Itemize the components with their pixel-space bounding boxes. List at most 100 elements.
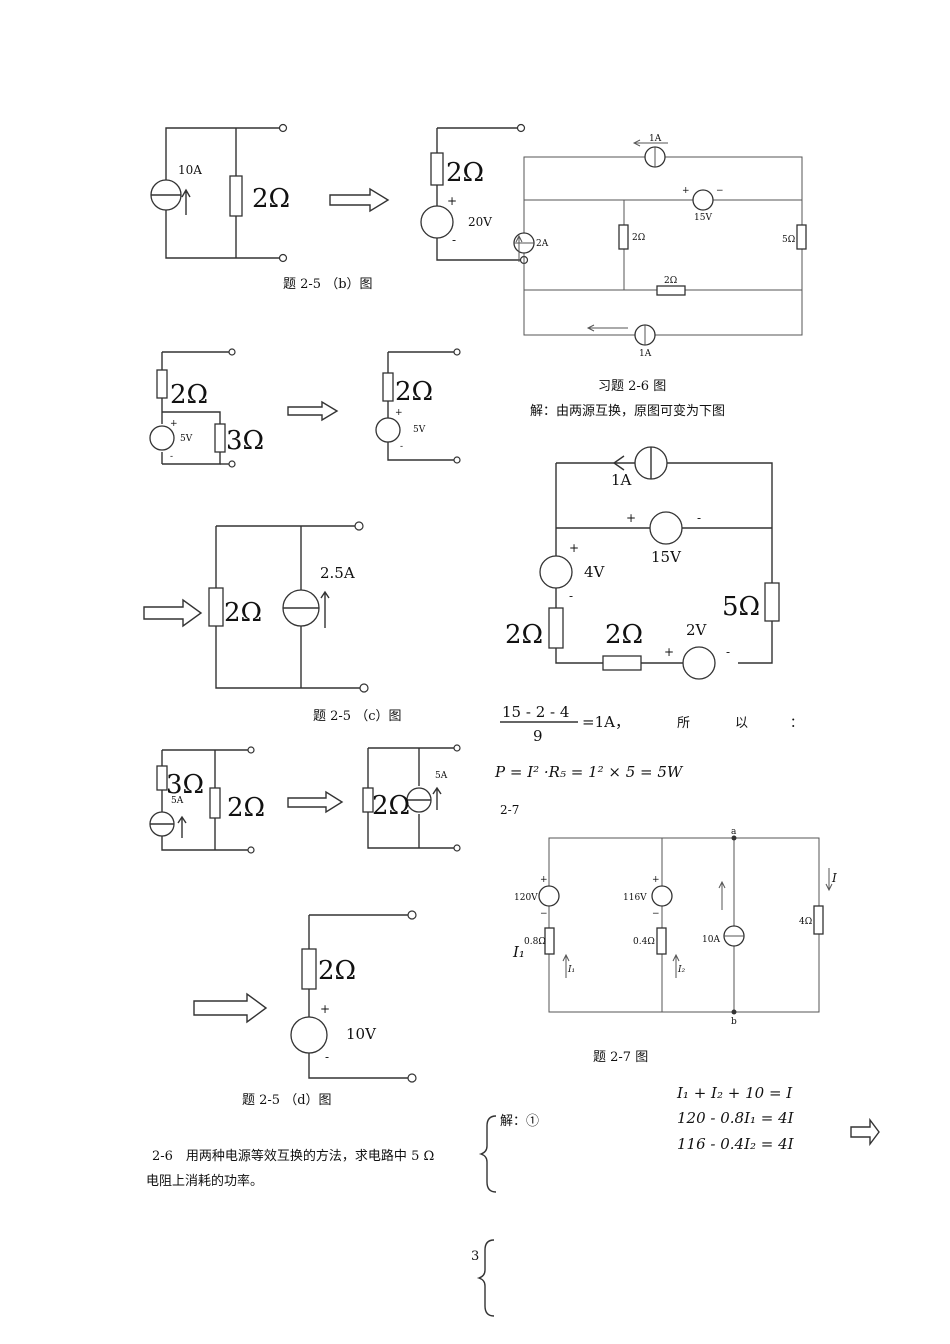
terminal-icon — [453, 744, 461, 752]
terminal-icon — [247, 846, 255, 854]
next-step-arrow-icon — [850, 1117, 880, 1147]
resistor-label: 5Ω — [722, 592, 760, 622]
terminal-icon — [278, 253, 288, 263]
minus-sign: - — [697, 511, 701, 525]
source-current-label: 10A — [702, 935, 720, 945]
figure-2-5d-equivalent-circuit: 2Ω 5A — [362, 744, 461, 852]
voltage-source-icon — [649, 511, 683, 545]
resistor-label: 2Ω — [227, 793, 265, 823]
plus-sign: + — [320, 1002, 330, 1016]
terminal-icon — [453, 348, 461, 356]
resistor-label: 2Ω — [224, 598, 262, 628]
voltage-source-icon — [290, 1016, 328, 1054]
terminal-icon — [407, 910, 417, 920]
solution-equations: 解：① I₁ + I₂ + 10 = I 120 - 0.8I₁ = 4I 11… — [478, 1084, 795, 1193]
voltage-source-icon — [149, 425, 175, 451]
power-calculation: 15 - 2 - 4 9 =1A， 所 以 ： P = I² ·R₅ = 1² … — [494, 703, 803, 817]
voltage-source-icon — [538, 885, 560, 907]
resistor-label: 2Ω — [170, 380, 208, 410]
resistor-icon — [796, 224, 807, 250]
source-label: 1A — [611, 471, 632, 489]
resistor-icon — [548, 607, 564, 649]
equation-3: 116 - 0.4I₂ = 4I — [677, 1135, 795, 1153]
resistor-icon — [156, 765, 168, 791]
source-label: 15V — [651, 548, 682, 566]
resistor-label: 4Ω — [799, 917, 812, 927]
figure-2-5d-voltage-source-circuit: 2Ω + 10V - — [290, 910, 417, 1083]
terminal-icon — [407, 1073, 417, 1083]
source-voltage-label: 10V — [346, 1025, 377, 1043]
source-current-label: 2.5A — [320, 564, 355, 582]
source-label: 1A — [639, 349, 652, 359]
power-equation: P = I² ·R₅ = 1² × 5 = 5W — [494, 763, 684, 781]
source-voltage-label: 20V — [468, 215, 492, 229]
resistor-label: 2Ω — [252, 184, 290, 214]
resistor-label: 2Ω — [318, 956, 356, 986]
resistor-label: 2Ω — [664, 276, 677, 286]
node-b-label: b — [731, 1017, 737, 1027]
resistor-icon — [229, 175, 243, 217]
source-voltage-label: 120V — [514, 893, 538, 903]
resistor-label: 2Ω — [505, 620, 543, 650]
equation-2: 120 - 0.8I₁ = 4I — [677, 1109, 795, 1127]
source-current-label: 5A — [435, 771, 448, 781]
caption-2-5d: 题 2-5 （d）图 — [242, 1093, 332, 1108]
resistor-label: 3Ω — [166, 770, 204, 800]
text-so-3: ： — [790, 716, 803, 731]
plus-sign: + — [395, 408, 403, 418]
terminal-icon — [359, 683, 369, 693]
figure-2-6-transformed-circuit: 1A + - 15V + 4V - 2Ω 2Ω 2V + - 5Ω — [505, 446, 780, 680]
voltage-source-icon — [539, 555, 573, 589]
terminal-icon — [516, 123, 526, 133]
resistor-icon — [618, 224, 629, 250]
transform-arrow-icon — [287, 790, 344, 814]
minus-sign: - — [726, 645, 730, 659]
terminal-icon — [247, 746, 255, 754]
plus-sign: + — [652, 875, 660, 885]
resistor-icon — [656, 285, 686, 296]
plus-sign: + — [540, 875, 548, 885]
page-number: 3 — [471, 1249, 479, 1264]
caption-2-5b: 题 2-5 （b）图 — [283, 277, 373, 292]
caption-2-6: 习题 2-6 图 — [598, 379, 666, 394]
figure-2-5b-current-source-circuit: 10A 2Ω — [150, 123, 290, 263]
transform-arrow-icon — [329, 187, 390, 213]
solution-label: 解：① — [500, 1114, 539, 1129]
plus-sign: + — [569, 541, 579, 555]
terminal-icon — [278, 123, 288, 133]
minus-sign: - — [325, 1050, 329, 1064]
problem-2-7-label: 2-7 — [500, 803, 519, 817]
figure-2-6-circuit: 1A + − 15V 2A 2Ω 5Ω 2Ω 1A — [513, 134, 807, 359]
caption-2-7: 题 2-7 图 — [593, 1050, 648, 1065]
plus-sign: + — [447, 194, 457, 208]
voltage-source-icon — [420, 205, 454, 239]
terminal-icon — [228, 460, 236, 468]
minus-sign: - — [400, 442, 403, 452]
text-so-2: 以 — [735, 716, 748, 731]
minus-sign: - — [452, 233, 456, 247]
resistor-icon — [813, 905, 824, 935]
source-voltage-label: 5V — [180, 434, 193, 444]
fraction-denominator: 9 — [533, 727, 543, 745]
minus-sign: − — [540, 909, 548, 919]
calc-result: =1A， — [582, 713, 630, 731]
source-current-label: 10A — [178, 163, 202, 177]
terminal-icon — [453, 844, 461, 852]
minus-sign: − — [716, 186, 724, 196]
resistor-label: 2Ω — [395, 377, 433, 407]
source-label: 4V — [584, 563, 606, 581]
resistor-label: 3Ω — [226, 426, 264, 456]
resistor-label: 2Ω — [632, 233, 645, 243]
minus-sign: − — [652, 909, 660, 919]
voltage-source-icon — [651, 885, 673, 907]
source-label: 1A — [649, 134, 662, 144]
voltage-source-icon — [375, 417, 401, 443]
source-label: 2A — [536, 239, 549, 249]
problem-2-6-line2: 电阻上消耗的功率。 — [146, 1173, 263, 1189]
transform-arrow-icon — [287, 400, 339, 422]
source-voltage-label: 5V — [413, 425, 426, 435]
solution-2-6-text: 解：由两源互换，原图可变为下图 — [530, 403, 725, 419]
resistor-icon — [214, 423, 226, 453]
terminal-icon — [453, 456, 461, 464]
